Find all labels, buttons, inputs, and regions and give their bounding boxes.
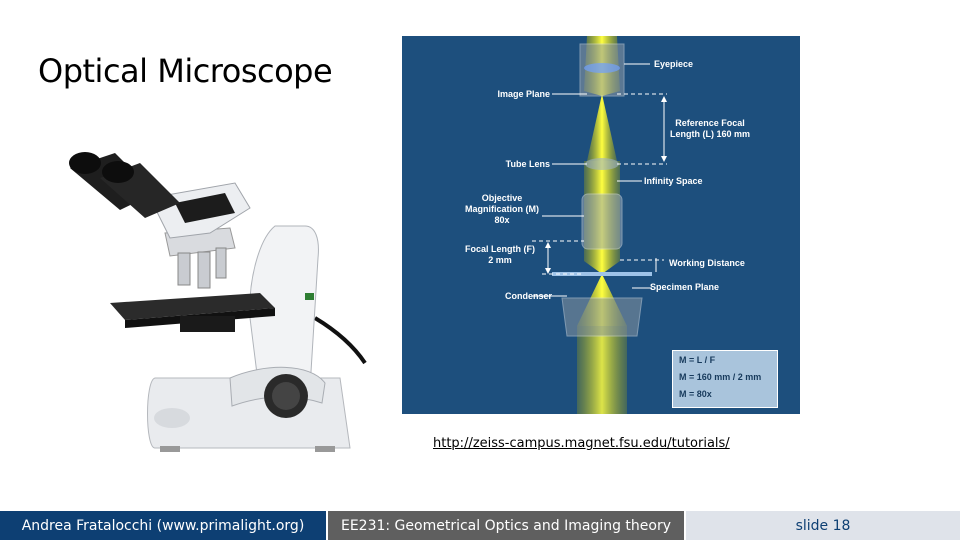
slide-title: Optical Microscope <box>38 52 333 90</box>
label-condenser: Condenser <box>504 291 552 301</box>
label-image-plane: Image Plane <box>497 89 550 99</box>
footer-author: Andrea Fratalocchi (www.primalight.org) <box>0 511 326 540</box>
source-link[interactable]: http://zeiss-campus.magnet.fsu.edu/tutor… <box>433 436 730 451</box>
label-eyepiece: Eyepiece <box>654 59 694 69</box>
label-focal-length: Focal Length (F) 2 mm <box>465 244 535 265</box>
formula-line-1: M = L / F <box>679 355 716 365</box>
label-tube-lens: Tube Lens <box>505 159 550 169</box>
formula-box: M = L / F M = 160 mm / 2 mm M = 80x <box>672 350 778 408</box>
label-reference-focal-length: Reference Focal Length (L) 160 mm <box>670 118 751 139</box>
formula-line-2: M = 160 mm / 2 mm <box>679 372 762 382</box>
slide-footer: Andrea Fratalocchi (www.primalight.org) … <box>0 511 960 540</box>
slide-number-text: slide 18 <box>795 517 851 534</box>
label-objective: Objective Magnification (M) 80x <box>465 193 539 225</box>
label-specimen-plane: Specimen Plane <box>650 282 720 292</box>
optics-diagram: Eyepiece Image Plane Reference Focal Len… <box>402 36 800 414</box>
footer-course: EE231: Geometrical Optics and Imaging th… <box>328 511 684 540</box>
label-working-distance: Working Distance <box>669 258 745 268</box>
formula-line-3: M = 80x <box>679 389 712 399</box>
footer-slide-number: slide 18 <box>686 511 960 540</box>
microscope-photo-icon <box>60 148 370 468</box>
label-infinity-space: Infinity Space <box>644 176 703 186</box>
